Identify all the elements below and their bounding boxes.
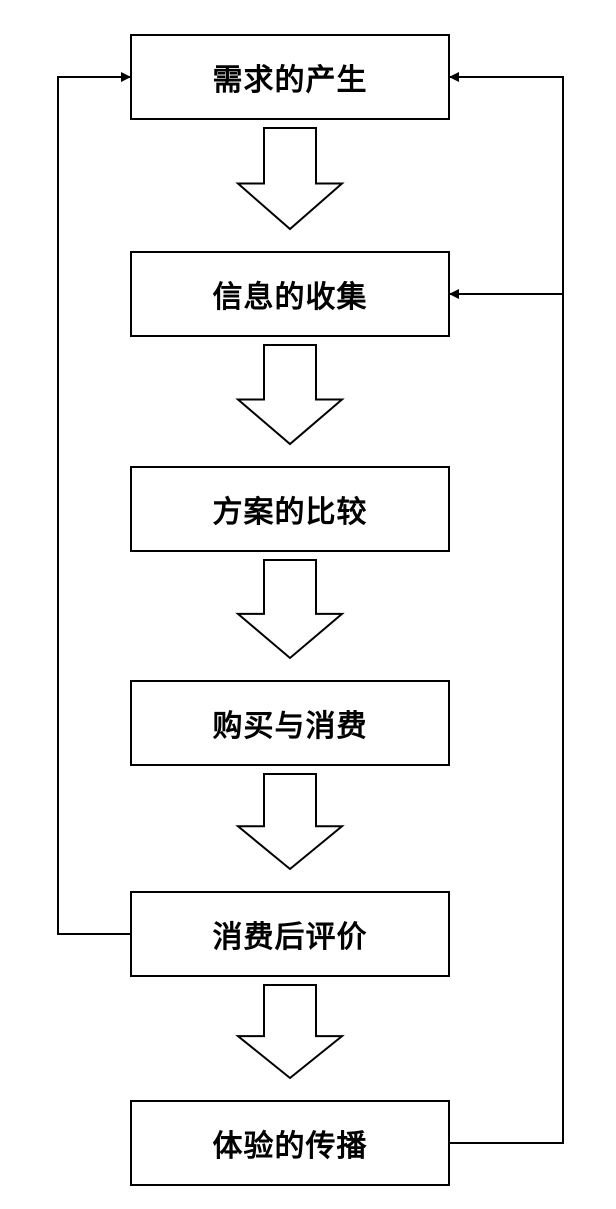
step-box-purchase-consumption: 购买与消费: [130, 680, 450, 766]
step-label: 消费后评价: [212, 920, 368, 955]
step-label: 体验的传播: [212, 1129, 368, 1164]
hollow-down-arrow-3: [235, 559, 345, 660]
step-box-experience-sharing: 体验的传播: [130, 1100, 450, 1186]
step-box-need-arises: 需求的产生: [130, 34, 450, 120]
step-label: 信息的收集: [212, 280, 368, 315]
step-label: 方案的比较: [212, 495, 368, 530]
hollow-down-arrow-1: [235, 127, 345, 231]
hollow-down-arrow-5: [235, 984, 345, 1080]
step-box-post-purchase-evaluation: 消费后评价: [130, 891, 450, 977]
step-label: 购买与消费: [212, 709, 368, 744]
step-box-information-search: 信息的收集: [130, 251, 450, 337]
hollow-down-arrow-4: [235, 773, 345, 871]
hollow-down-arrow-2: [235, 344, 345, 446]
step-label: 需求的产生: [212, 63, 368, 98]
feedback-arrow-left-1: [57, 72, 131, 935]
step-box-alternative-comparison: 方案的比较: [130, 466, 450, 552]
feedback-arrow-right-3: [449, 289, 564, 1144]
feedback-arrow-right-2: [449, 72, 564, 1144]
